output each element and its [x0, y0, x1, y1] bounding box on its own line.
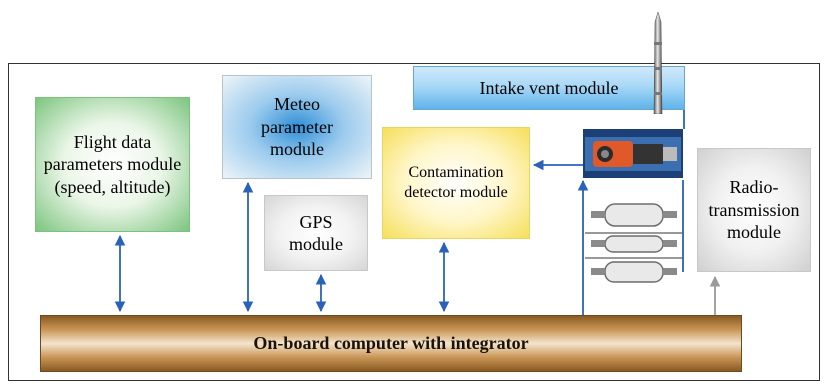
air-pump-icon: [583, 129, 683, 178]
radio-label: Radio-transmission module: [708, 177, 800, 243]
flight-data-label: Flight data parameters module (speed, al…: [43, 131, 182, 197]
intake-vent-label: Intake vent module: [479, 77, 619, 98]
gps-label: GPS module: [289, 211, 343, 255]
meteo-module: Meteo parameter module: [222, 75, 372, 179]
contamination-label: Contamination detector module: [404, 164, 508, 201]
gps-module: GPS module: [264, 195, 368, 271]
meteo-label: Meteo parameter module: [261, 94, 333, 160]
contamination-detector-module: Contamination detector module: [382, 127, 530, 239]
sampling-probe-icon: [653, 12, 663, 114]
filter-cartridge-icon: [585, 196, 683, 296]
intake-vent-module: Intake vent module: [413, 66, 685, 110]
onboard-computer-label: On-board computer with integrator: [253, 333, 529, 354]
flight-data-module: Flight data parameters module (speed, al…: [35, 97, 190, 232]
onboard-computer: On-board computer with integrator: [40, 315, 742, 372]
radio-transmission-module: Radio-transmission module: [697, 148, 811, 272]
